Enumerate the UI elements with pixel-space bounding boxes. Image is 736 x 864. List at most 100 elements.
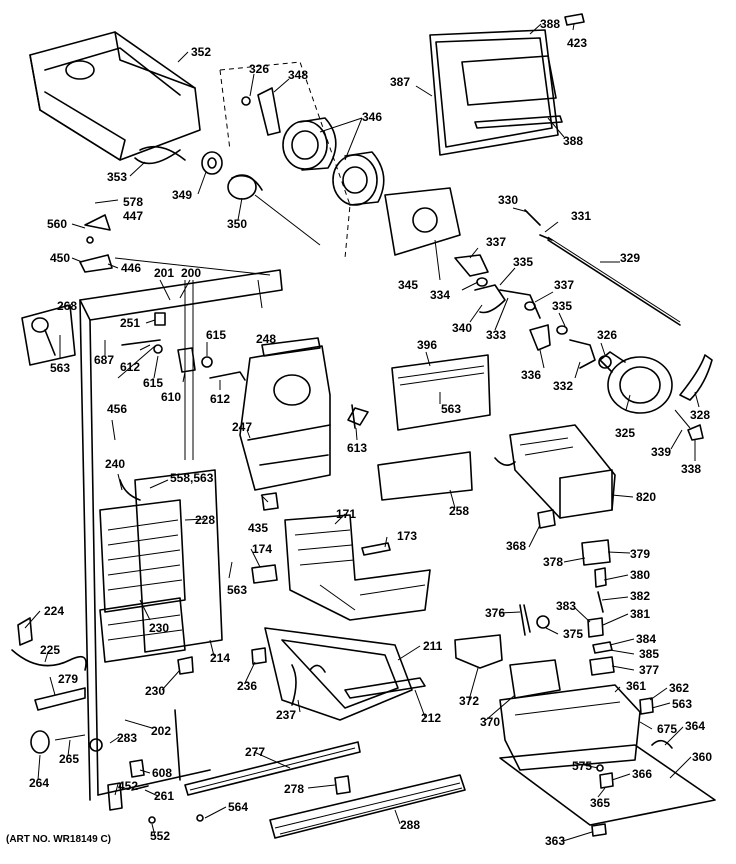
housing-part-247-248: [239, 337, 331, 491]
callout-label: 237: [276, 708, 296, 722]
parts-326-348: [241, 87, 281, 136]
callout-label: 615: [143, 376, 163, 390]
callout-label: 380: [630, 568, 650, 582]
callout-label: 265: [59, 752, 79, 766]
part-278: [334, 775, 351, 795]
callout-label: 202: [151, 724, 171, 738]
callout-label: 332: [553, 379, 573, 393]
callout-label: 383: [556, 599, 576, 613]
ice-maker-part-820: [494, 424, 616, 519]
callout-label: 675: [657, 722, 677, 736]
callout-label: 396: [417, 338, 437, 352]
callout-label: 264: [29, 776, 49, 790]
callout-label: 368: [506, 539, 526, 553]
callout-label: 361: [626, 679, 646, 693]
callout-label: 362: [669, 681, 689, 695]
ice-bucket-part-352: [29, 31, 201, 161]
callout-label: 288: [400, 818, 420, 832]
callout-label: 560: [47, 217, 67, 231]
parts-368-378-379-380: [537, 509, 611, 613]
rod-part-329: [547, 239, 681, 326]
callout-label: 171: [336, 507, 356, 521]
callout-label: 563: [672, 697, 692, 711]
callout-label: 363: [545, 834, 565, 848]
pan-part-211-212: [264, 627, 426, 721]
callout-label: 329: [620, 251, 640, 265]
callout-label: 330: [498, 193, 518, 207]
cover-part-258: [377, 451, 473, 501]
callout-label: 376: [485, 606, 505, 620]
callout-label: 214: [210, 651, 230, 665]
art-number: (ART NO. WR18149 C): [6, 834, 111, 845]
callout-label: 251: [120, 316, 140, 330]
callout-label: 336: [521, 368, 541, 382]
callout-label: 382: [630, 589, 650, 603]
callout-label: 268: [57, 299, 77, 313]
callout-label: 173: [397, 529, 417, 543]
control-board-part-396: [391, 354, 491, 431]
compartment-part-360-361: [499, 684, 716, 826]
callout-label: 610: [161, 390, 181, 404]
fan-part-613: [347, 404, 369, 429]
callout-label: 349: [172, 188, 192, 202]
callout-label: 452: [118, 779, 138, 793]
callout-label: 379: [630, 547, 650, 561]
callout-label: 345: [398, 278, 418, 292]
callout-label: 174: [252, 542, 272, 556]
rail-part-277: [184, 741, 361, 796]
callout-label: 558,563: [170, 471, 214, 485]
callout-label: 326: [249, 62, 269, 76]
callout-label: 352: [191, 45, 211, 59]
callout-label: 370: [480, 715, 500, 729]
callout-label: 333: [486, 328, 506, 342]
callout-label: 423: [567, 36, 587, 50]
callout-label: 247: [232, 420, 252, 434]
callout-label: 353: [107, 170, 127, 184]
callout-label: 387: [390, 75, 410, 89]
callout-label: 230: [149, 621, 169, 635]
callout-label: 346: [362, 110, 382, 124]
callout-label: 335: [513, 255, 533, 269]
dispenser-door-part-387: [429, 13, 585, 156]
callout-label: 338: [681, 462, 701, 476]
callout-label: 456: [107, 402, 127, 416]
callout-label: 385: [639, 647, 659, 661]
parts-224-225-279: [11, 617, 87, 711]
callout-label: 563: [441, 402, 461, 416]
parts-446-447-450-560-578: [79, 199, 119, 273]
callout-label: 450: [50, 251, 70, 265]
callout-label: 240: [105, 457, 125, 471]
callout-label: 372: [459, 694, 479, 708]
callout-label: 564: [228, 800, 248, 814]
parts-174-435: [251, 492, 279, 584]
callout-label: 326: [597, 328, 617, 342]
callout-label: 348: [288, 68, 308, 82]
callout-label: 339: [651, 445, 671, 459]
callout-label: 279: [58, 672, 78, 686]
callout-label: 248: [256, 332, 276, 346]
small-parts-lower: [30, 730, 204, 824]
callout-label: 225: [40, 643, 60, 657]
evaporator-part-228: [99, 469, 223, 663]
linkage-parts: [454, 209, 596, 369]
callout-label: 615: [206, 328, 226, 342]
callout-label: 283: [117, 731, 137, 745]
callout-label: 211: [423, 639, 443, 653]
callout-label: 212: [421, 711, 441, 725]
callout-label: 224: [44, 604, 64, 618]
callout-label: 563: [50, 361, 70, 375]
callout-label: 258: [449, 504, 469, 518]
callout-label: 820: [636, 490, 656, 504]
callout-label: 612: [210, 392, 230, 406]
callout-labels: 352 326 348 388 423 387 388 346 353 349 …: [29, 17, 712, 848]
callout-label: 375: [563, 627, 583, 641]
motor-part-325: [598, 351, 673, 414]
callout-label: 335: [552, 299, 572, 313]
callout-label: 331: [571, 209, 591, 223]
parts-328-338-339: [674, 354, 713, 441]
auger-part-346: [282, 117, 385, 206]
callout-label: 552: [150, 829, 170, 843]
callout-label: 277: [245, 745, 265, 759]
callout-label: 687: [94, 353, 114, 367]
